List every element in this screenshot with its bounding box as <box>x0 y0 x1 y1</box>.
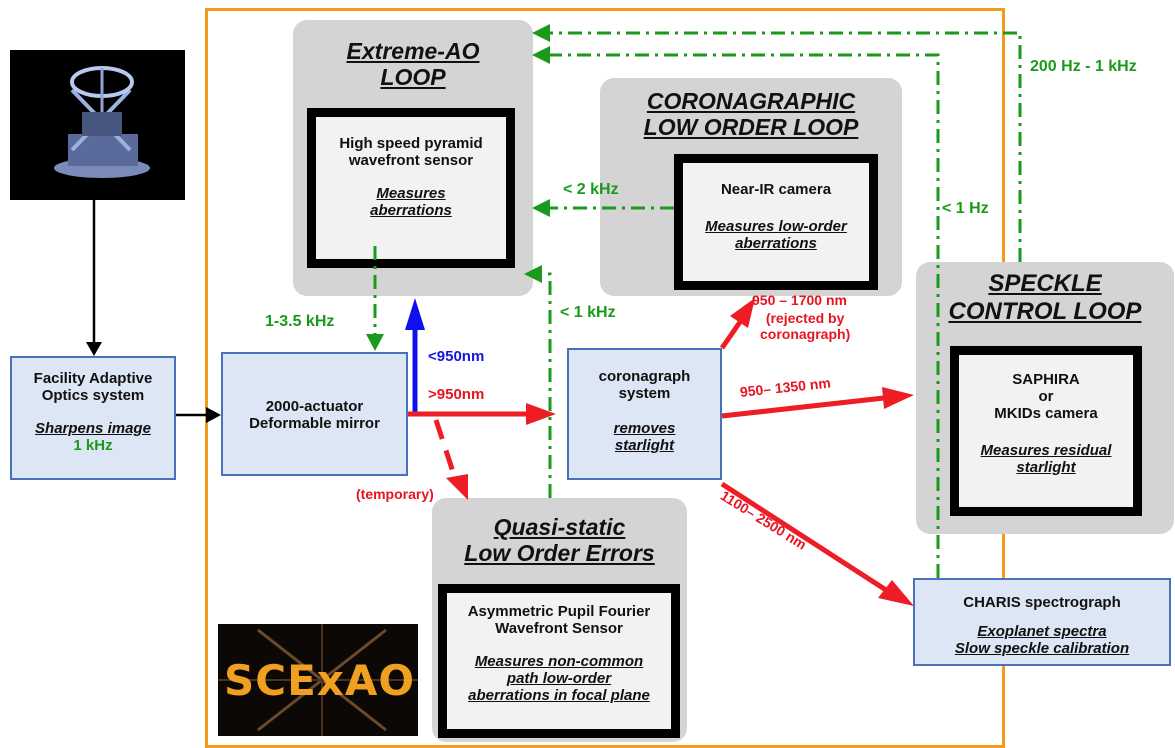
apf-wfs-box: Asymmetric Pupil Fourier Wavefront Senso… <box>438 584 680 738</box>
rate-lt-1khz-label: < 1 kHz <box>560 304 616 321</box>
to-charis-arrow <box>720 481 888 593</box>
near-ir-camera-box: Near-IR camera Measures low-order aberra… <box>674 154 878 290</box>
facility-ao-box: Facility Adaptive Optics system Sharpens… <box>10 356 176 480</box>
speckle-loop-title: SPECKLE CONTROL LOOP <box>948 270 1142 325</box>
lt-950nm-label: <950nm <box>428 348 485 365</box>
quasi-static-title: Quasi-static Low Order Errors <box>464 514 655 567</box>
logo-text: SCExAO <box>224 656 416 705</box>
rate-200hz-1khz-label: 200 Hz - 1 kHz <box>1030 58 1137 75</box>
charis-feedback-line <box>548 53 940 578</box>
speckle-feedback-line-1 <box>548 31 1022 262</box>
quasi-static-feedback-line <box>540 272 552 498</box>
rate-lt-1hz-label: < 1 Hz <box>942 200 989 217</box>
quasi-static-panel: Quasi-static Low Order Errors Asymmetric… <box>432 498 687 742</box>
coronagraphic-loop-panel: CORONAGRAPHIC LOW ORDER LOOP Near-IR cam… <box>600 78 902 296</box>
coronagraph-system-box: coronagraph system removes starlight <box>567 348 722 480</box>
telescope-icon <box>54 66 150 178</box>
nm-950-1700-label: 950 – 1700 nm <box>752 292 847 308</box>
coronagraphic-loop-title: CORONAGRAPHIC LOW ORDER LOOP <box>643 88 859 141</box>
gt-950nm-label: >950nm <box>428 386 485 403</box>
rejected-label: (rejected by coronagraph) <box>760 310 851 342</box>
temporary-label: (temporary) <box>356 486 434 502</box>
extreme-ao-panel: Extreme-AO LOOP High speed pyramid wavef… <box>293 20 533 296</box>
rate-1-3-5khz-label: 1-3.5 kHz <box>265 313 335 330</box>
telescope-image <box>10 50 185 200</box>
deformable-mirror-box: 2000-actuator Deformable mirror <box>221 352 408 476</box>
logo-starburst-icon <box>218 624 418 736</box>
extreme-ao-title: Extreme-AO LOOP <box>346 38 480 91</box>
charis-spectrograph-box: CHARIS spectrograph Exoplanet spectra Sl… <box>913 578 1171 666</box>
temporary-arrow <box>433 419 458 479</box>
scexao-logo: SCExAO <box>218 624 418 736</box>
speckle-loop-panel: SPECKLE CONTROL LOOP SAPHIRA or MKIDs ca… <box>916 262 1174 534</box>
pyramid-wfs-box: High speed pyramid wavefront sensor Meas… <box>307 108 515 268</box>
saphira-camera-box: SAPHIRA or MKIDs camera Measures residua… <box>950 346 1142 516</box>
rejected-light-arrow <box>719 320 743 350</box>
rate-lt-2khz-label: < 2 kHz <box>563 181 619 198</box>
to-speckle-arrow <box>721 395 885 419</box>
